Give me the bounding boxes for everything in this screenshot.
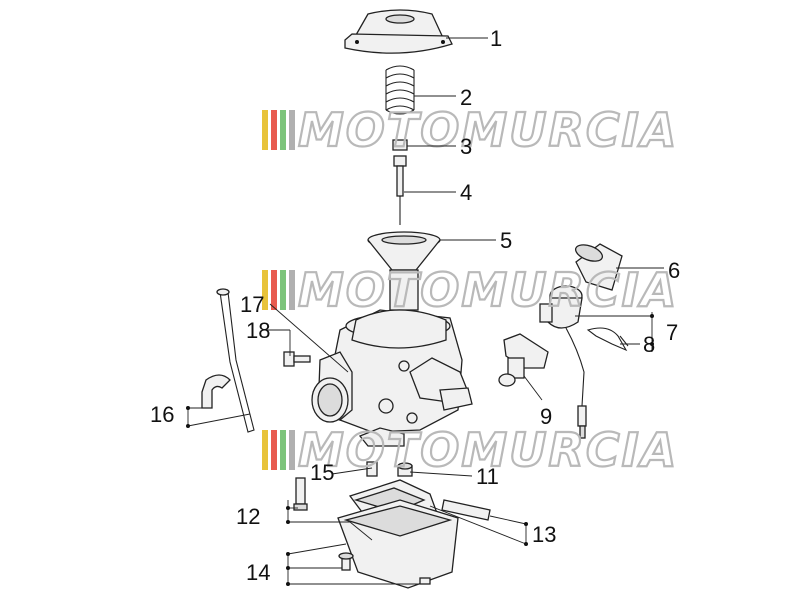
callout-11: 11 [476, 464, 499, 489]
part-1-cap [344, 9, 453, 54]
carburettor-body [311, 309, 473, 447]
callout-15: 15 [310, 460, 334, 485]
callout-18: 18 [246, 318, 270, 343]
svg-text:MOTOMURCIA: MOTOMURCIA [298, 103, 678, 157]
part-5-diaphragm [367, 231, 441, 311]
part-2-spring [385, 65, 415, 115]
callout-labels: 1 2 3 4 5 6 7 8 9 11 12 13 14 15 16 17 1… [150, 26, 680, 585]
callout-2: 2 [460, 85, 472, 110]
callout-8: 8 [643, 332, 655, 357]
callout-17: 17 [240, 292, 264, 317]
callout-16: 16 [150, 402, 174, 427]
watermark-middle: MOTOMURCIA [262, 262, 678, 318]
svg-text:MOTOMURCIA: MOTOMURCIA [298, 263, 678, 317]
part-18-screw [283, 351, 311, 367]
callout-3: 3 [460, 134, 472, 159]
part-3-retainer [392, 139, 408, 151]
part-11-screws [397, 462, 413, 477]
part-9-valve [498, 333, 549, 387]
callout-5: 5 [500, 228, 512, 253]
callout-14: 14 [246, 560, 270, 585]
part-16-hose [201, 288, 255, 433]
callout-6: 6 [668, 258, 680, 283]
part-14-float-bowl [337, 499, 459, 589]
watermark-top: MOTOMURCIA [262, 102, 678, 158]
leader-lines [187, 37, 664, 585]
leader-dots [186, 314, 654, 586]
part-7-choke [539, 285, 587, 439]
part-6-sleeve [574, 243, 623, 291]
callout-12: 12 [236, 504, 260, 529]
svg-text:MOTOMURCIA: MOTOMURCIA [298, 423, 678, 477]
part-12-jet-stack [293, 477, 308, 511]
callout-7: 7 [666, 320, 678, 345]
part-8-clip [586, 327, 629, 352]
callout-13: 13 [532, 522, 556, 547]
callout-1: 1 [490, 26, 502, 51]
part-4-needle [393, 155, 407, 225]
callout-9: 9 [540, 404, 552, 429]
watermark-bottom: MOTOMURCIA [262, 422, 678, 478]
callout-4: 4 [460, 180, 472, 205]
